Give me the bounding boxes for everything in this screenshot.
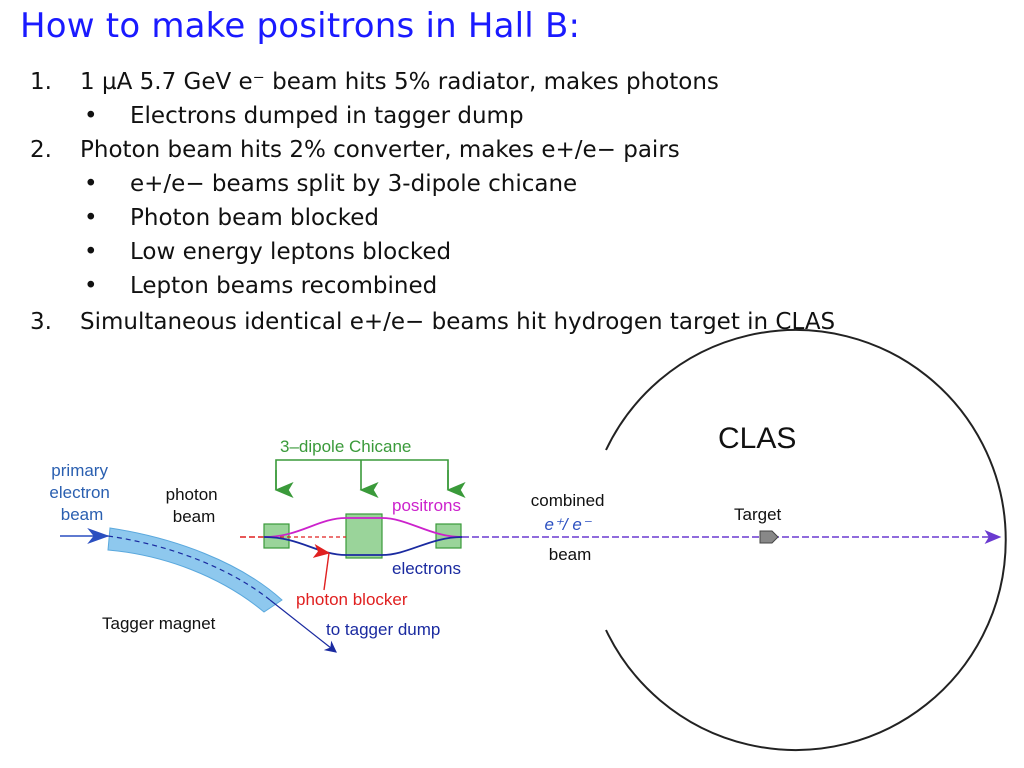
target [759,530,779,544]
sub-bullet-text: Lepton beams recombined [130,273,438,299]
bullet-dot: • [84,239,98,265]
sub-bullet-text: e+/e− beams split by 3-dipole chicane [130,171,578,197]
tagger-magnet-label: Tagger magnet [102,614,216,633]
slide-title: How to make positrons in Hall B: [20,6,581,46]
sub-bullet-text: Low energy leptons blocked [130,239,452,265]
bullet-dot: • [84,171,98,197]
target-label: Target [734,505,782,524]
tagger-magnet [107,527,283,613]
primary-beam-label: primary electron beam [49,461,114,524]
item-text: 1 µA 5.7 GeV e⁻ beam hits 5% radiator, m… [80,69,719,95]
chicane-bracket [275,459,449,489]
clas-detector-outline [605,329,1007,751]
electron-path-in-magnet [107,535,271,601]
item-text: Photon beam hits 2% converter, makes e+/… [80,137,680,163]
sub-bullet-text: Electrons dumped in tagger dump [130,103,524,129]
chicane-label: 3–dipole Chicane [280,437,411,456]
bullet-dot: • [84,273,98,299]
combined-beam-label: combined e⁺/ e⁻ beam [531,491,609,564]
electron-path [263,536,463,556]
item-text: Simultaneous identical e+/e− beams hit h… [80,309,836,335]
item-number: 1. [30,69,52,95]
photon-blocker-label: photon blocker [296,590,408,609]
bullet-dot: • [84,205,98,231]
item-number: 3. [30,309,52,335]
tagger-dump-label: to tagger dump [326,620,440,639]
item-number: 2. [30,137,52,163]
sub-bullet-text: Photon beam blocked [130,205,380,231]
photon-blocker-arrow [312,544,331,591]
photon-beam-label: photon beam [166,485,223,526]
positron-path [263,517,463,538]
dipole-1 [263,523,290,549]
tagger-dump-arrow [269,599,337,653]
dipole-2 [345,513,383,559]
bullet-dot: • [84,103,98,129]
electrons-label: electrons [392,559,461,578]
clas-label: CLAS [718,422,796,455]
positrons-label: positrons [392,496,461,515]
